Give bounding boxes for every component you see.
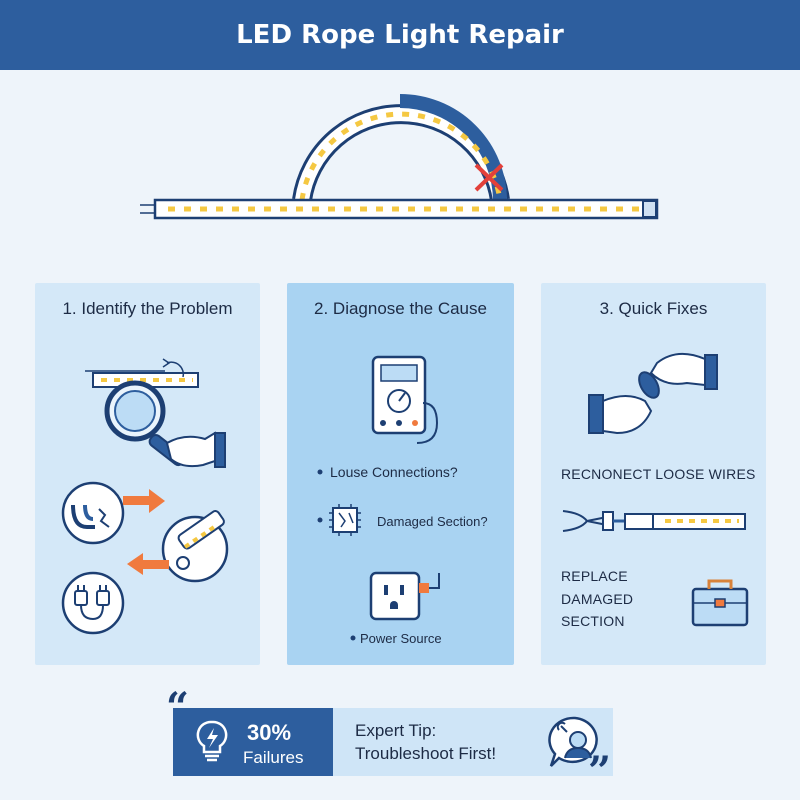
expert-chat-icon: [548, 716, 598, 767]
panel-title-identify: 1. Identify the Problem: [62, 299, 233, 318]
expert-tip-title: Expert Tip:: [355, 721, 437, 740]
magnifier-icon: [104, 380, 186, 467]
hands-with-pliers-icon: [588, 352, 718, 435]
plug-icon: [61, 571, 125, 635]
rope-end-icon: [161, 510, 229, 583]
stat-box: 30% Failures: [173, 708, 333, 776]
header-banner: LED Rope Light Repair: [0, 0, 800, 70]
broken-wire-icon: [61, 481, 125, 545]
multimeter-icon: [371, 355, 439, 444]
rope-light-illustration: [140, 94, 659, 220]
circuit-chip-icon: [329, 504, 361, 536]
page-title: LED Rope Light Repair: [236, 20, 564, 50]
panel-diagnose: 2. Diagnose the Cause: [287, 283, 514, 665]
fix-replace-line2: DAMAGED: [561, 591, 634, 607]
panel-title-diagnose: 2. Diagnose the Cause: [314, 299, 487, 318]
cause-damaged-section: Damaged Section?: [377, 514, 488, 529]
panel-quick-fixes: 3. Quick Fixes RECNONECT LOOSE WIRES REP…: [541, 283, 766, 665]
wire-cutter-icon: [562, 510, 746, 532]
failure-label: Failures: [243, 748, 304, 767]
fix-replace-line1: REPLACE: [561, 568, 628, 584]
lightning-bulb-icon: [196, 720, 228, 762]
panel-title-fixes: 3. Quick Fixes: [599, 299, 708, 318]
toolbox-icon: [691, 579, 749, 627]
close-quote: ”: [588, 748, 612, 795]
expert-tip-box: Expert Tip: Troubleshoot First!: [333, 708, 613, 776]
cause-loose-connections: Louse Connections?: [330, 464, 458, 480]
fix-reconnect-wires: RECNONECT LOOSE WIRES: [561, 466, 756, 482]
arrow-left-icon: [127, 553, 169, 575]
panel-identify: 1. Identify the Problem: [35, 283, 260, 665]
fix-replace-line3: SECTION: [561, 613, 625, 629]
failure-percent: 30%: [247, 720, 292, 745]
arrow-right-icon: [123, 489, 165, 513]
break-x-icon: [474, 163, 504, 192]
hand-icon: [165, 431, 226, 468]
cause-power-source: Power Source: [360, 631, 442, 646]
wall-outlet-icon: [369, 571, 440, 621]
expert-tip-text: Troubleshoot First!: [355, 744, 497, 763]
